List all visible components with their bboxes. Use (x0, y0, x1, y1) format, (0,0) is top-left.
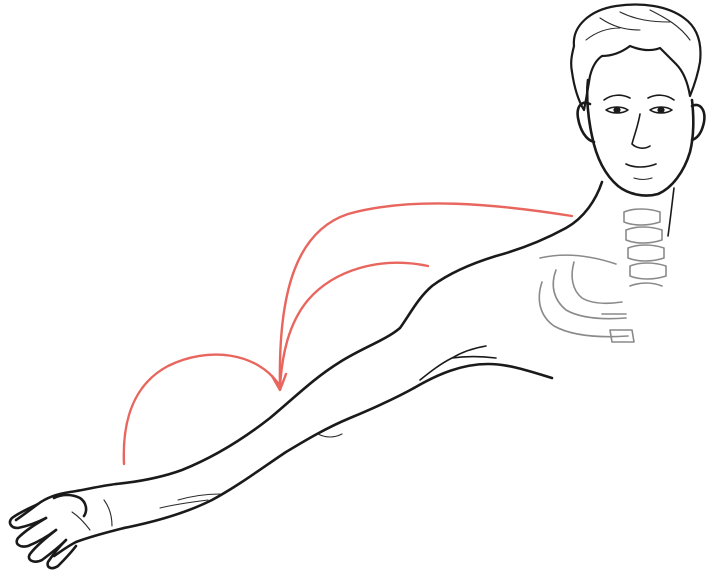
vertebra (624, 209, 660, 225)
shoulder-top-contour (116, 182, 602, 484)
neck (668, 188, 674, 236)
mouth (626, 164, 656, 167)
right-pupil (657, 107, 664, 113)
armpit-crease (420, 346, 486, 380)
arrow-shoulder-to-elbow (280, 263, 428, 386)
vertebra-disc (630, 283, 662, 286)
nose (632, 114, 650, 148)
hand-top (16, 484, 116, 520)
arrow-neck-to-elbow (280, 203, 572, 386)
arrow-forearm-to-elbow (124, 355, 280, 464)
arm (116, 182, 602, 528)
wrist-line (104, 500, 112, 526)
rib (572, 262, 622, 303)
thumb (54, 495, 86, 516)
chin-line (634, 178, 652, 180)
neck-right-contour (668, 188, 674, 236)
hair (571, 5, 700, 111)
face-outline (587, 80, 693, 196)
head (571, 5, 704, 196)
armpit-crease-inner (452, 357, 496, 359)
rib (539, 282, 628, 337)
rib (553, 270, 626, 319)
knuckle-line (72, 512, 90, 530)
hand (10, 484, 124, 568)
vertebra (628, 245, 664, 261)
left-pupil (613, 107, 620, 113)
cervical-vertebrae (624, 209, 666, 286)
finger (10, 504, 46, 528)
clavicle (540, 255, 616, 264)
elbow-crease (318, 434, 342, 437)
left-eyebrow (604, 95, 630, 100)
vertebra (630, 263, 666, 279)
vertebra (626, 227, 662, 243)
ribs (539, 255, 634, 342)
right-eyebrow (648, 95, 674, 100)
forearm-underside (124, 388, 414, 528)
referral-arrows (124, 203, 572, 464)
upper-arm-underside (414, 364, 552, 388)
